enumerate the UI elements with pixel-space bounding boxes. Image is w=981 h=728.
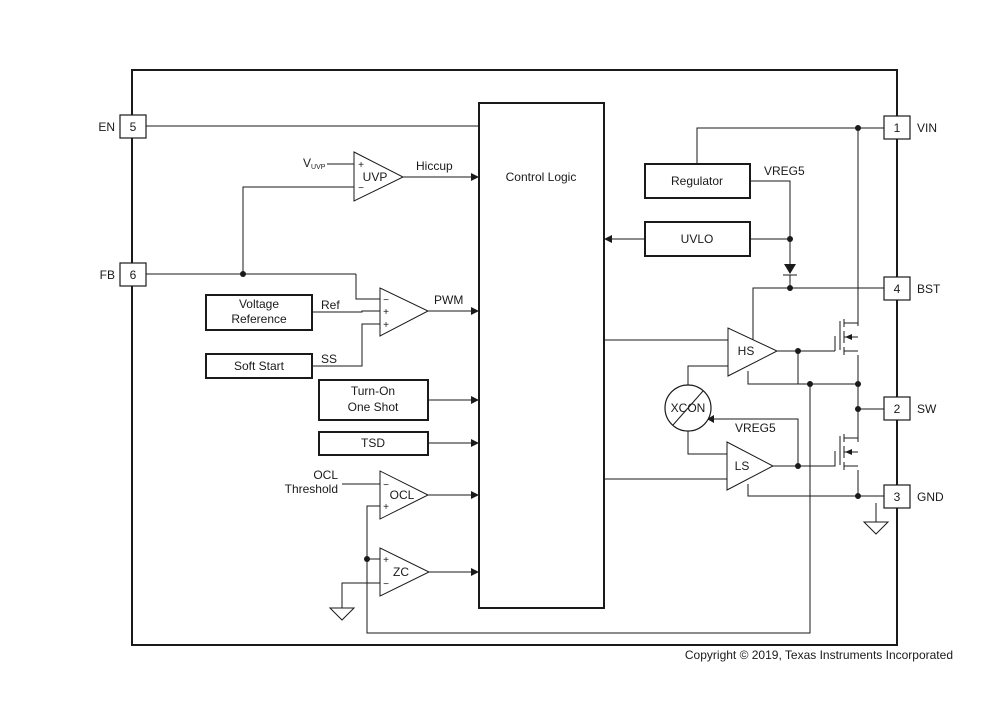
soft-start-block (205, 353, 313, 379)
regulator-label: Regulator (671, 174, 723, 188)
pin-vin-name: VIN (917, 121, 937, 135)
ss-label: SS (321, 352, 337, 366)
pin-fb-name: FB (100, 268, 115, 282)
pin-bst-name: BST (917, 282, 941, 296)
zc-minus-sign: − (383, 579, 389, 590)
hs-label: HS (738, 344, 755, 358)
ls-mosfet (839, 434, 858, 470)
junction-dots (240, 125, 861, 562)
vuvp-label: VUVP (303, 156, 326, 171)
pin-gnd-name: GND (917, 490, 944, 504)
ls-driver (726, 441, 775, 491)
copyright-text: Copyright © 2019, Texas Instruments Inco… (685, 648, 953, 662)
voltage-reference-label-line1: Voltage (239, 297, 279, 311)
xcon-slash (672, 390, 704, 426)
pin-en-number: 5 (130, 120, 137, 134)
zc-plus-sign: + (383, 555, 389, 566)
pin-bst-number: 4 (894, 282, 901, 296)
pwm-comparator (379, 287, 430, 337)
pin-sw: 2 SW (883, 396, 937, 421)
uvlo-block (644, 221, 751, 257)
pin-sw-number: 2 (894, 402, 901, 416)
pin-fb: 6 FB (100, 262, 147, 287)
zc-comparator (379, 547, 431, 597)
ref-label: Ref (321, 298, 340, 312)
pin-fb-number: 6 (130, 268, 137, 282)
tsd-label: TSD (361, 436, 385, 450)
vreg5-ls-label: VREG5 (735, 421, 776, 435)
turn-on-one-shot-label-line1: Turn-On (351, 384, 395, 398)
hs-driver (727, 327, 779, 377)
uvp-comparator (353, 151, 405, 202)
zc-label: ZC (393, 565, 409, 579)
hiccup-label: Hiccup (416, 159, 453, 173)
ocl-minus-sign: − (383, 480, 389, 491)
pin-sw-name: SW (917, 402, 937, 416)
ocl-plus-sign: + (383, 502, 389, 513)
pin-bst: 4 BST (883, 276, 941, 301)
wires (146, 125, 884, 634)
control-logic-label: Control Logic (506, 170, 577, 184)
bootstrap-diode (783, 264, 797, 276)
ocl-threshold-label-line2: Threshold (285, 482, 338, 496)
ocl-threshold-label-line1: OCL (313, 468, 338, 482)
turn-on-one-shot-block (318, 379, 429, 421)
voltage-reference-label-line2: Reference (231, 312, 287, 326)
vreg5-top-label: VREG5 (764, 164, 805, 178)
tsd-block (318, 431, 429, 456)
arrowheads (471, 173, 714, 576)
turn-on-one-shot-label-line2: One Shot (348, 400, 399, 414)
uvp-label: UVP (363, 170, 388, 184)
uvp-plus-sign: + (358, 160, 364, 171)
soft-start-label: Soft Start (234, 359, 285, 373)
uvp-minus-sign: − (358, 183, 364, 194)
xcon-label: XCON (671, 401, 706, 415)
pin-en-name: EN (98, 120, 115, 134)
pwm-plus-sign-1: + (383, 307, 389, 318)
uvlo-label: UVLO (681, 232, 714, 246)
pwm-minus-sign: − (383, 295, 389, 306)
ocl-comparator (379, 470, 430, 520)
ocl-label: OCL (390, 488, 415, 502)
ground-symbol-gnd (862, 521, 890, 535)
regulator-block (644, 163, 751, 199)
control-logic-block (478, 102, 605, 609)
hs-mosfet (839, 319, 858, 355)
pin-gnd-number: 3 (894, 490, 901, 504)
pin-en: 5 EN (98, 114, 147, 139)
ground-symbol-zc (328, 607, 356, 621)
pin-gnd: 3 GND (883, 484, 944, 509)
voltage-reference-block (205, 294, 313, 331)
pin-vin: 1 VIN (883, 115, 937, 140)
pwm-plus-sign-2: + (383, 320, 389, 331)
pin-vin-number: 1 (894, 121, 901, 135)
ls-label: LS (735, 459, 750, 473)
pwm-label: PWM (434, 293, 463, 307)
